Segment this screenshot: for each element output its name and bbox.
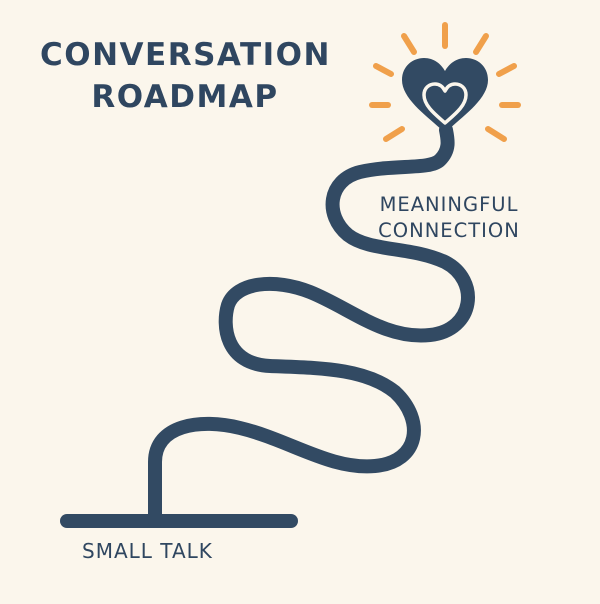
- end-label-line-1: MEANINGFUL: [379, 193, 519, 216]
- page-title: CONVERSATION ROADMAP: [40, 34, 330, 118]
- heart-icon: [402, 58, 488, 133]
- heart-outline-icon: [422, 82, 468, 125]
- title-line-1: CONVERSATION: [40, 37, 331, 73]
- sun-rays-icon: [369, 22, 521, 142]
- winding-path: [148, 123, 475, 528]
- start-label: SMALL TALK: [82, 539, 213, 563]
- title-line-2: ROADMAP: [91, 79, 279, 115]
- end-label: MEANINGFUL CONNECTION: [368, 192, 530, 244]
- end-label-line-2: CONNECTION: [378, 219, 520, 242]
